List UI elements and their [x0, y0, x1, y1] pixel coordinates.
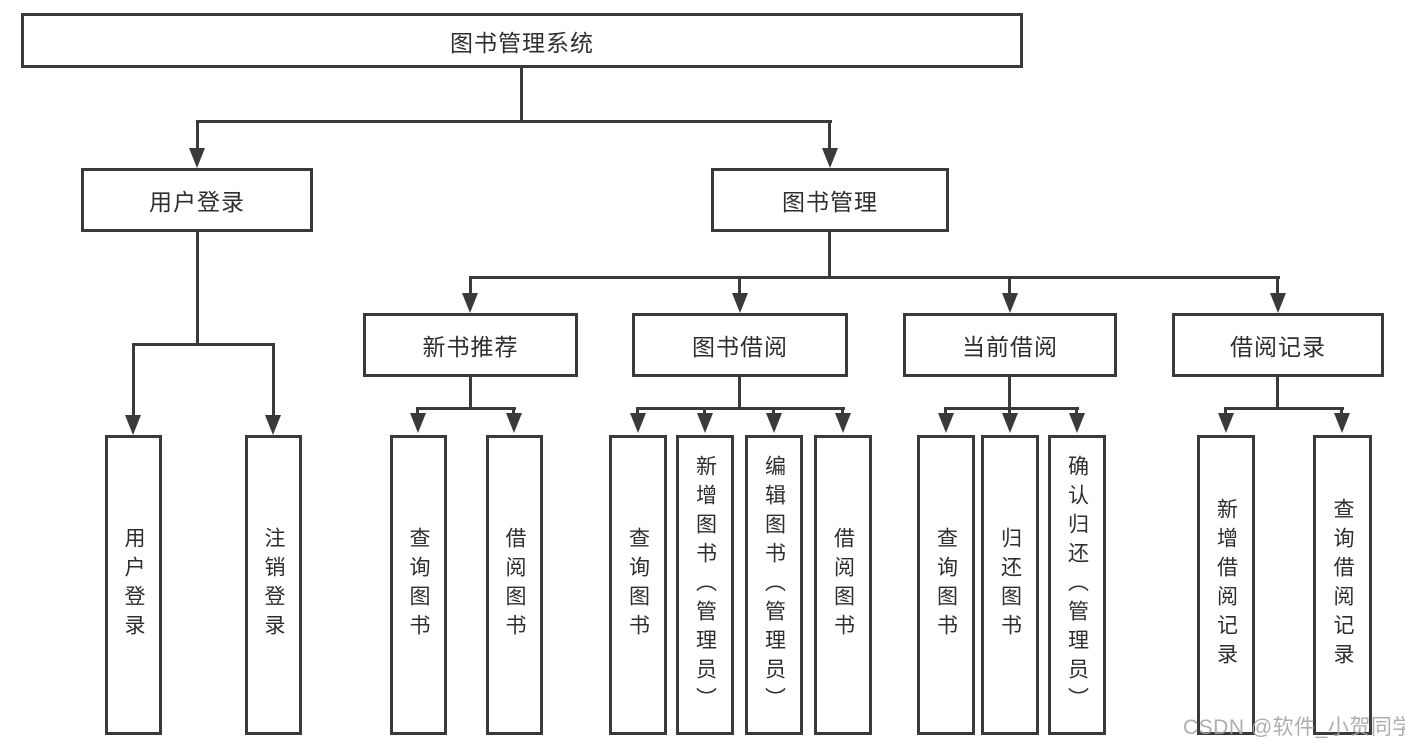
leaf-logout: 注销登录 — [245, 435, 302, 735]
connector-arrowhead — [1334, 413, 1350, 433]
connector-arrowhead — [697, 413, 713, 433]
connector-line — [841, 407, 844, 415]
leaf-query-books-borrow: 查询图书 — [609, 435, 667, 735]
connector-line — [416, 407, 419, 415]
leaf-query-books-recommend: 查询图书 — [390, 435, 447, 735]
connector-line — [944, 407, 1079, 410]
connector-arrowhead — [189, 148, 205, 168]
connector-line — [1008, 407, 1011, 415]
connector-arrowhead — [410, 413, 426, 433]
connector-line — [469, 276, 1280, 279]
leaf-query-borrow-record: 查询借阅记录 — [1313, 435, 1372, 735]
connector-arrowhead — [1002, 413, 1018, 433]
node-label: 借阅图书 — [503, 527, 526, 643]
connector-line — [636, 407, 845, 410]
connector-line — [1340, 407, 1343, 415]
node-label: 借阅记录 — [1230, 334, 1326, 360]
connector-arrowhead — [125, 415, 141, 435]
node-label: 当前借阅 — [962, 334, 1058, 360]
connector-line — [828, 120, 831, 150]
connector-arrowhead — [1270, 293, 1286, 313]
node-label: 图书管理 — [782, 189, 878, 215]
connector-line — [272, 343, 275, 417]
connector-arrowhead — [1002, 293, 1018, 313]
node-current-borrow: 当前借阅 — [903, 313, 1117, 377]
node-borrow-records: 借阅记录 — [1172, 313, 1384, 377]
node-label: 新书推荐 — [422, 334, 519, 360]
connector-line — [132, 343, 135, 417]
node-label: 图书管理系统 — [450, 29, 594, 56]
node-user-login: 用户登录 — [81, 168, 313, 232]
node-label: 新增借阅记录 — [1214, 498, 1238, 672]
node-book-management: 图书管理 — [711, 168, 949, 232]
leaf-confirm-return-admin: 确认归还（管理员） — [1048, 435, 1106, 735]
connector-line — [828, 232, 831, 276]
connector-line — [1276, 276, 1279, 294]
connector-arrowhead — [1218, 413, 1234, 433]
connector-line — [738, 377, 741, 407]
connector-line — [196, 120, 199, 150]
node-book-borrow: 图书借阅 — [632, 313, 848, 377]
node-label: 新增图书（管理员） — [693, 454, 717, 716]
connector-line — [196, 232, 199, 343]
connector-line — [738, 276, 741, 294]
leaf-user-login: 用户登录 — [105, 435, 162, 735]
leaf-add-borrow-record: 新增借阅记录 — [1197, 435, 1255, 735]
connector-arrowhead — [1069, 413, 1085, 433]
leaf-add-book-admin: 新增图书（管理员） — [676, 435, 734, 735]
node-label: 归还图书 — [998, 527, 1022, 643]
connector-line — [703, 407, 706, 415]
node-label: 编辑图书（管理员） — [762, 454, 786, 716]
connector-line — [520, 68, 523, 120]
connector-line — [1276, 377, 1279, 407]
leaf-borrow-books: 借阅图书 — [814, 435, 872, 735]
connector-arrowhead — [732, 293, 748, 313]
connector-line — [512, 407, 515, 415]
node-root: 图书管理系统 — [21, 13, 1023, 68]
connector-line — [1008, 276, 1011, 294]
connector-line — [132, 343, 275, 346]
node-label: 注销登录 — [262, 527, 285, 643]
connector-line — [469, 276, 472, 294]
connector-arrowhead — [938, 413, 954, 433]
connector-arrowhead — [630, 413, 646, 433]
connector-line — [416, 407, 516, 410]
watermark-text: CSDN @软件_小贺同学 — [1183, 716, 1405, 739]
node-label: 查询图书 — [934, 527, 958, 643]
leaf-edit-book-admin: 编辑图书（管理员） — [745, 435, 803, 735]
connector-arrowhead — [766, 413, 782, 433]
node-label: 借阅图书 — [831, 527, 855, 643]
node-label: 用户登录 — [122, 527, 145, 643]
node-label: 用户登录 — [149, 189, 245, 215]
connector-line — [772, 407, 775, 415]
connector-line — [1224, 407, 1344, 410]
connector-line — [469, 377, 472, 407]
leaf-borrow-books-recommend: 借阅图书 — [486, 435, 543, 735]
connector-line — [1008, 377, 1011, 407]
connector-arrowhead — [506, 413, 522, 433]
leaf-query-books-current: 查询图书 — [917, 435, 975, 735]
node-label: 确认归还（管理员） — [1065, 454, 1089, 716]
connector-line — [944, 407, 947, 415]
node-label: 查询图书 — [407, 527, 430, 643]
node-new-book-recommend: 新书推荐 — [363, 313, 578, 377]
connector-line — [196, 120, 832, 123]
connector-arrowhead — [822, 148, 838, 168]
connector-line — [1224, 407, 1227, 415]
node-label: 查询图书 — [626, 527, 650, 643]
connector-arrowhead — [265, 415, 281, 435]
connector-line — [636, 407, 639, 415]
connector-arrowhead — [835, 413, 851, 433]
node-label: 图书借阅 — [692, 334, 788, 360]
connector-line — [1075, 407, 1078, 415]
node-label: 查询借阅记录 — [1331, 498, 1354, 672]
leaf-return-book: 归还图书 — [981, 435, 1039, 735]
connector-arrowhead — [462, 293, 478, 313]
